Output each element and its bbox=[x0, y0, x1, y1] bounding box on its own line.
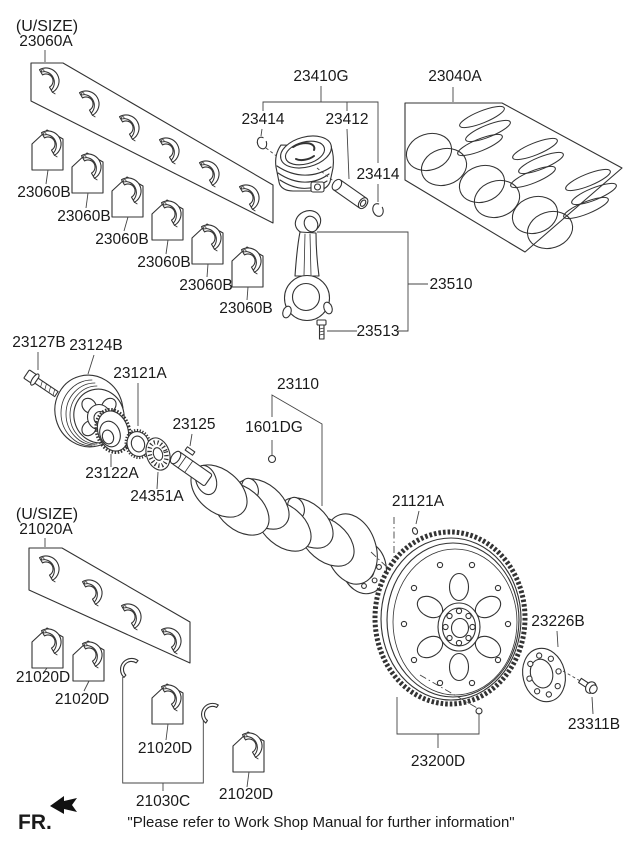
bearing-cap-tag bbox=[32, 130, 63, 170]
bearing-cap-tag bbox=[72, 153, 103, 193]
snap-ring-icon bbox=[372, 203, 384, 217]
part-label-23510[interactable]: 23510 bbox=[429, 276, 472, 293]
part-label-21020a[interactable]: 21020A bbox=[19, 521, 73, 538]
part-label-23060b[interactable]: 23060B bbox=[219, 300, 272, 317]
part-label-23060b[interactable]: 23060B bbox=[57, 208, 110, 225]
timing-disc-drawing bbox=[145, 437, 171, 471]
part-label-21020d[interactable]: 21020D bbox=[219, 786, 273, 803]
bearing-cap-tag bbox=[32, 628, 63, 668]
connecting-rod-drawing bbox=[282, 210, 333, 322]
woodruff-key-icon bbox=[184, 446, 196, 456]
part-label-24351a[interactable]: 24351A bbox=[130, 488, 184, 505]
adapter-plate-group: 23226B 23311B bbox=[522, 613, 620, 733]
piston-ring-set-group: 23040A bbox=[401, 68, 623, 255]
part-label-21030c[interactable]: 21030C bbox=[136, 793, 190, 810]
piston-pin-drawing bbox=[331, 178, 369, 210]
part-label-23060b[interactable]: 23060B bbox=[95, 231, 148, 248]
part-label-23513[interactable]: 23513 bbox=[356, 323, 399, 340]
piston-drawing bbox=[275, 135, 334, 193]
bearing-cap-tag bbox=[73, 641, 104, 681]
footer-note: "Please refer to Work Shop Manual for fu… bbox=[127, 814, 514, 831]
thrust-washer-icon bbox=[197, 700, 224, 725]
rod-bolt-drawing bbox=[316, 319, 327, 340]
dowel-hole-icon bbox=[267, 454, 277, 464]
front-direction-arrow-icon bbox=[50, 796, 77, 814]
part-label-23060b[interactable]: 23060B bbox=[137, 254, 190, 271]
bearing-cap-tag bbox=[112, 177, 143, 217]
part-label-23410g[interactable]: 23410G bbox=[293, 68, 348, 85]
part-label-23110[interactable]: 23110 bbox=[277, 376, 319, 393]
part-label-21020d[interactable]: 21020D bbox=[16, 669, 70, 686]
crankshaft-drawing bbox=[169, 450, 387, 595]
usize-label-top: (U/SIZE) bbox=[16, 18, 78, 35]
bearing-cap-tag bbox=[192, 224, 223, 264]
part-label-23125[interactable]: 23125 bbox=[172, 416, 215, 433]
part-label-23412[interactable]: 23412 bbox=[325, 111, 368, 128]
part-label-23200d[interactable]: 23200D bbox=[411, 753, 465, 770]
thrust-washer-icon bbox=[116, 655, 143, 679]
pulley-bolt-drawing bbox=[23, 369, 59, 398]
crank-sprocket-drawing bbox=[94, 407, 132, 455]
part-label-23414[interactable]: 23414 bbox=[356, 166, 399, 183]
plate-bolt-drawing bbox=[578, 677, 598, 694]
part-label-23060b[interactable]: 23060B bbox=[17, 184, 70, 201]
part-label-23060a[interactable]: 23060A bbox=[19, 33, 73, 50]
part-label-23060b[interactable]: 23060B bbox=[179, 277, 232, 294]
part-label-1601dg[interactable]: 1601DG bbox=[245, 419, 303, 436]
part-label-23311b[interactable]: 23311B bbox=[568, 716, 620, 733]
bearing-cap-tag bbox=[152, 684, 183, 724]
part-label-23226b[interactable]: 23226B bbox=[531, 613, 584, 630]
adapter-plate-drawing bbox=[522, 647, 566, 703]
part-label-21020d[interactable]: 21020D bbox=[55, 691, 109, 708]
piston-assembly-group: 23410G 23414 23412 23414 bbox=[241, 68, 472, 340]
bearing-cap-tag bbox=[232, 247, 263, 287]
bearing-cap-tag bbox=[233, 732, 264, 772]
part-label-23124b[interactable]: 23124B bbox=[69, 337, 122, 354]
dowel-pin-icon bbox=[411, 527, 419, 535]
usize-label-bottom: (U/SIZE) bbox=[16, 506, 78, 523]
front-marker-label: FR. bbox=[18, 811, 52, 834]
part-label-23127b[interactable]: 23127B bbox=[12, 334, 65, 351]
part-label-23122a[interactable]: 23122A bbox=[85, 465, 139, 482]
snap-ring-icon bbox=[256, 136, 268, 150]
upper-main-bearing-set-group: (U/SIZE) 23060A 23060B 23060B 23060B 230… bbox=[16, 18, 274, 317]
lower-main-bearing-set-group: (U/SIZE) 21020A 21020D 21020D 21020D 210… bbox=[16, 506, 273, 810]
flywheel-group: 21121A bbox=[370, 493, 528, 770]
footer-group: FR. "Please refer to Work Shop Manual fo… bbox=[18, 796, 515, 834]
bearing-set-band bbox=[28, 547, 191, 664]
part-label-23414[interactable]: 23414 bbox=[241, 111, 284, 128]
crankshaft-group: 23110 1601DG bbox=[169, 376, 387, 595]
crank-pulley-group: 23127B 23124B 23121A bbox=[12, 334, 215, 505]
part-label-23040a[interactable]: 23040A bbox=[428, 68, 482, 85]
flywheel-drawing bbox=[372, 529, 528, 707]
part-label-21020d[interactable]: 21020D bbox=[138, 740, 192, 757]
part-label-23121a[interactable]: 23121A bbox=[113, 365, 167, 382]
bearing-cap-tag bbox=[152, 200, 183, 240]
part-label-21121a[interactable]: 21121A bbox=[392, 493, 445, 510]
ring-set-band bbox=[404, 102, 623, 253]
